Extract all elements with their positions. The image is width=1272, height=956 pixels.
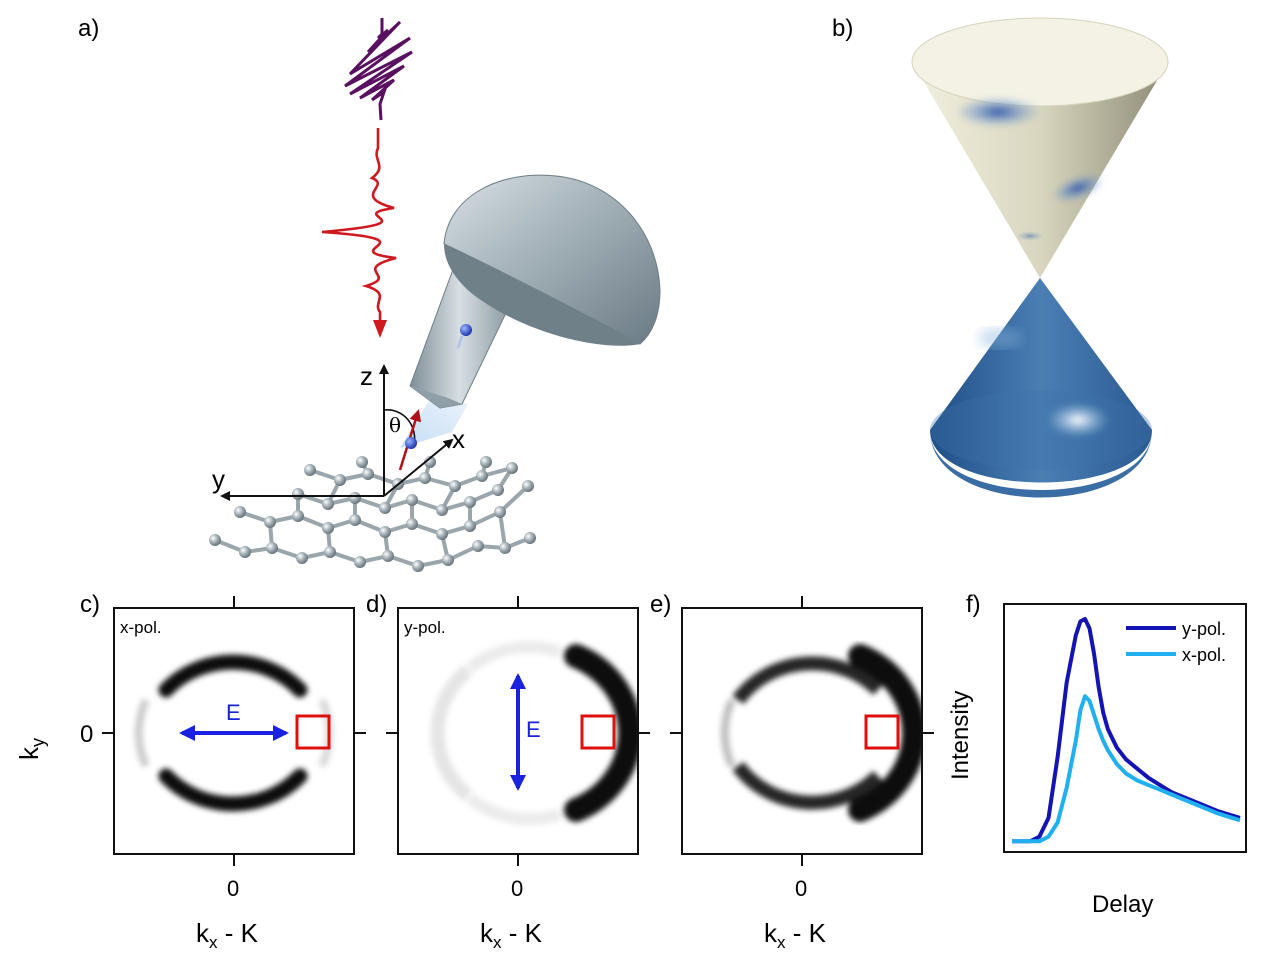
chart-legend: y-pol. x-pol.	[1126, 619, 1226, 665]
chart-frame	[1003, 603, 1247, 853]
lattice-atoms	[209, 456, 536, 572]
roi-box	[580, 714, 616, 750]
momentum-map-d	[386, 596, 650, 866]
xuv-pulse-icon	[344, 18, 413, 121]
coordinate-axes	[220, 364, 454, 501]
pol-tag-d: y-pol.	[404, 618, 446, 637]
axis-y-label: y	[212, 464, 225, 494]
field-label-d: E	[526, 717, 541, 742]
legend-label: y-pol.	[1182, 619, 1226, 639]
kx-tick-zero-c: 0	[227, 876, 239, 901]
electron-analyzer-icon	[400, 174, 661, 448]
ky-tick-zero: 0	[80, 721, 93, 748]
axis-z-label: z	[360, 361, 373, 391]
roi-box	[864, 714, 900, 750]
kx-tick-zero-e: 0	[795, 876, 807, 901]
pump-arrowhead	[373, 320, 387, 338]
axis-x-label: x	[452, 424, 465, 454]
kx-axis-label-d: kx - K	[480, 918, 543, 952]
theta-label: θ	[389, 413, 401, 437]
kx-axis-label-e: kx - K	[764, 918, 827, 952]
momentum-map-c	[102, 596, 366, 866]
kx-axis-label-c: kx - K	[196, 918, 259, 952]
chart-xlabel: Delay	[1092, 891, 1153, 918]
pol-tag-c: x-pol.	[120, 618, 162, 637]
ky-axis-label: ky	[14, 738, 48, 760]
delay-intensity-chart	[1003, 603, 1247, 853]
panel-label-c: c)	[80, 591, 100, 618]
panel-label-f: f)	[966, 591, 981, 618]
momentum-map-e	[670, 596, 934, 866]
series-line-y-pol	[1012, 617, 1241, 844]
legend-label: x-pol.	[1182, 645, 1226, 665]
panel-label-b: b)	[832, 15, 853, 42]
kx-tick-zero-d: 0	[511, 876, 523, 901]
dirac-cone-icon	[911, 17, 1169, 498]
panel-label-d: d)	[366, 591, 387, 618]
panel-label-a: a)	[78, 15, 99, 42]
panel-label-e: e)	[650, 591, 671, 618]
roi-box	[295, 714, 331, 750]
field-label-c: E	[226, 700, 241, 725]
pump-pulse-icon	[321, 128, 397, 326]
series-line-x-pol	[1012, 694, 1241, 844]
chart-ylabel: Intensity	[947, 691, 974, 780]
